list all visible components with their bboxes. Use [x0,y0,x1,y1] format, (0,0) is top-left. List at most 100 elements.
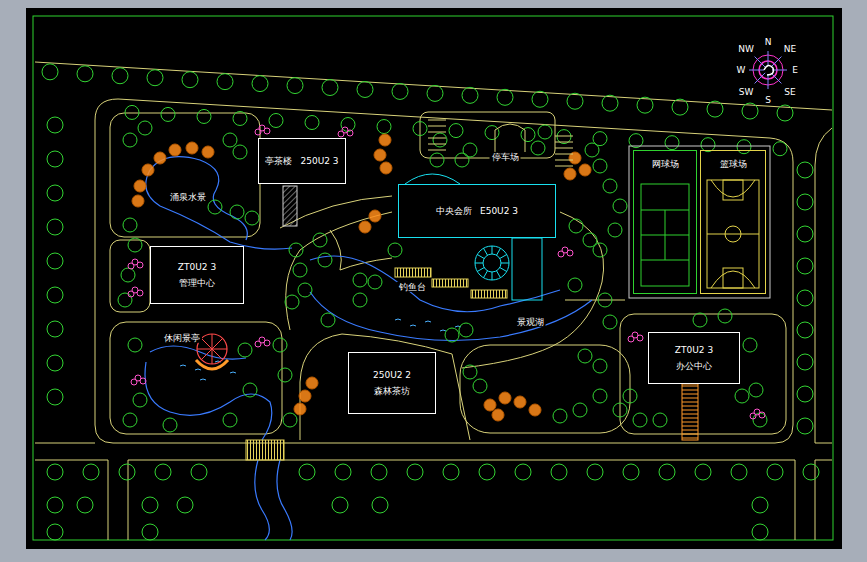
shrub-symbol [529,404,541,416]
building-label: 250U2 2 [372,370,412,380]
flower-symbol [637,335,643,341]
fountain [475,246,509,280]
compass-ray [768,74,769,89]
tree-symbol [177,497,193,513]
tree-symbol [230,205,244,219]
stair-hatch [283,186,297,226]
tree-symbol [147,70,163,86]
basketball-arc [711,271,755,288]
tree-symbol [243,383,257,397]
building-label: E50U2 3 [479,206,519,216]
road-edge [815,128,832,443]
garden-outline [460,345,630,433]
reed-mark [180,365,186,366]
tree-symbol [752,524,768,540]
fountain-spoke [500,255,507,259]
building-label: ZT0U2 3 [674,345,714,355]
tree-symbol [637,97,653,113]
tree-symbol [377,120,391,134]
flower-symbol [128,263,134,269]
building-label: 中央会所 [435,206,473,216]
tree-symbol [233,111,247,125]
parking-stall [428,132,446,133]
tree-symbol [372,497,388,513]
tree-symbol [742,103,758,119]
fountain-spoke [475,263,483,264]
tree-symbol [659,464,675,480]
pavilion-rafter [212,334,213,349]
tree-symbol [598,293,612,307]
reed-mark [200,379,206,380]
compass-letter: NE [782,44,798,54]
tree-symbol [593,159,607,173]
tree-symbol [797,418,813,434]
tree-symbol [283,413,297,427]
tree-symbol [128,238,142,252]
tree-symbol [633,413,647,427]
shrub-symbol [374,149,386,161]
walkway [565,300,625,301]
parking-stall [555,148,573,149]
building-label: 250U2 3 [299,156,339,166]
tree-symbol [182,72,198,88]
fountain-spoke [492,272,493,280]
tree-symbol [731,464,747,480]
tree-symbol [797,162,813,178]
tree-symbol [77,66,93,82]
shrub-symbol [142,164,154,176]
tree-symbol [462,87,478,103]
road-edge [35,443,95,444]
tree-symbol [797,258,813,274]
tree-symbol [735,389,749,403]
drawing-ground [26,8,842,549]
tree-symbol [602,95,618,111]
tree-symbol [269,113,283,127]
fountain [483,254,501,272]
tree-symbol [587,464,603,480]
tree-symbol [238,343,252,357]
garden-outline [620,314,786,434]
tree-symbol [613,403,627,417]
tree-symbol [293,263,307,277]
tree-symbol [497,89,513,105]
tree-symbol [191,464,207,480]
tree-symbol [449,124,463,138]
flower-symbol [255,129,261,135]
tree-symbol [443,464,459,480]
flower-symbol [628,336,634,342]
tree-symbol [161,107,175,121]
tree-symbol [672,99,688,115]
compass-ray [771,57,782,68]
tree-symbol [332,497,348,513]
tree-symbol [128,338,142,352]
parking-stall [428,150,446,151]
tree-symbol [515,464,531,480]
tree-symbol [593,359,607,373]
tree-symbol [773,142,787,156]
flower-symbol [128,291,134,297]
tree-symbol [233,145,247,159]
building-label: 篮球场 [719,159,748,169]
pavilion-rafter [212,349,213,364]
basketball-arc [711,180,755,197]
tree-symbol [121,268,135,282]
tree-symbol [538,125,552,139]
compass-letter: N [763,37,774,47]
flower-symbol [140,378,146,384]
fishing-deck [432,279,468,287]
tree-symbol [583,233,597,247]
tree-symbol [427,85,443,101]
building-wing [512,238,542,300]
shrub-symbol [306,377,318,389]
tree-symbol [753,413,767,427]
tree-symbol [608,223,622,237]
tree-symbol [623,389,637,403]
tree-symbol [217,74,233,90]
garden-outline [420,112,555,158]
walkway [286,212,392,330]
road-edge [95,99,793,443]
tree-symbol [318,253,332,267]
tree-symbol [197,109,211,123]
bridge [246,440,284,460]
